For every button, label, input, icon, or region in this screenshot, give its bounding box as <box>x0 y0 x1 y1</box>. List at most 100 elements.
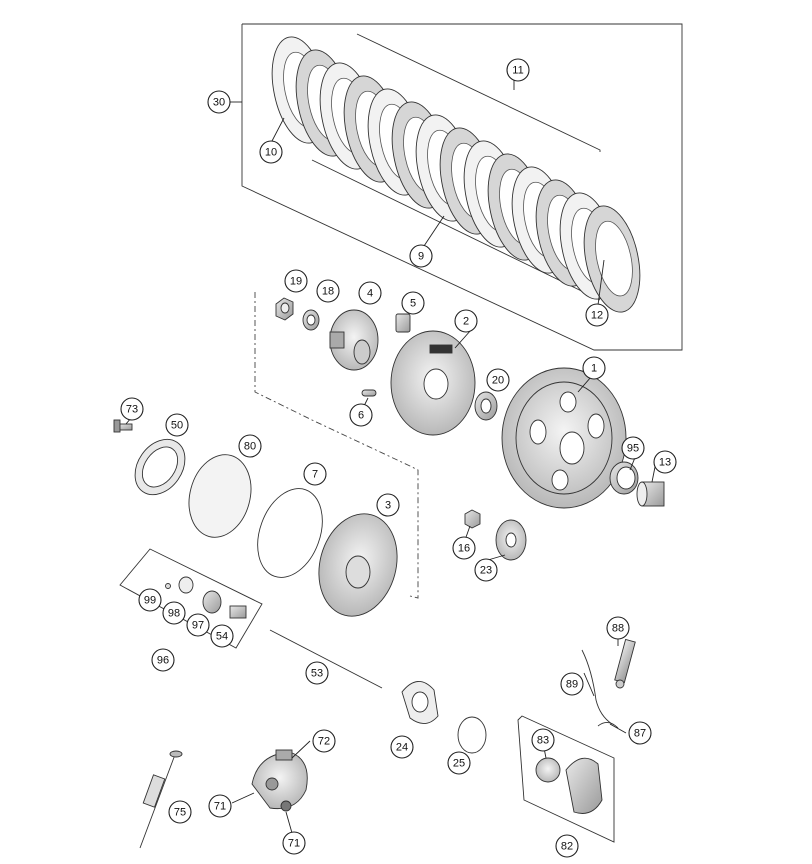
svg-text:73: 73 <box>126 404 138 416</box>
cover-gasket-part <box>188 454 252 538</box>
pin-part <box>361 389 377 397</box>
callout-83: 83 <box>531 728 555 752</box>
callout-16: 16 <box>452 536 476 560</box>
svg-text:97: 97 <box>192 620 204 632</box>
gear-nut-part <box>464 509 481 529</box>
callout-75: 75 <box>168 800 192 824</box>
small-block-part <box>395 313 411 333</box>
svg-text:10: 10 <box>265 147 277 159</box>
svg-text:53: 53 <box>311 668 323 680</box>
callout-73: 73 <box>120 397 144 421</box>
svg-text:5: 5 <box>410 298 416 310</box>
svg-text:89: 89 <box>566 679 578 691</box>
primary-gear-part <box>495 519 527 561</box>
callout-99: 99 <box>138 588 162 612</box>
slave-o-ring-part <box>457 716 487 754</box>
slave-gasket-part <box>401 681 439 724</box>
callout-96: 96 <box>151 648 175 672</box>
callout-6: 6 <box>349 403 373 427</box>
bushing-part <box>636 481 665 507</box>
outer-basket-part <box>501 367 627 509</box>
callout-5: 5 <box>401 291 425 315</box>
svg-text:19: 19 <box>290 276 302 288</box>
washer-part <box>302 309 320 331</box>
o-ring-part <box>257 488 323 578</box>
pump-cover-part <box>251 749 308 812</box>
svg-text:96: 96 <box>157 655 169 667</box>
svg-text:18: 18 <box>322 286 334 298</box>
callout-13: 13 <box>653 450 677 474</box>
callout-2: 2 <box>454 309 478 333</box>
callout-12: 12 <box>585 303 609 327</box>
svg-text:2: 2 <box>463 316 469 328</box>
callout-95: 95 <box>621 436 645 460</box>
seal-kit-frame <box>119 548 263 649</box>
svg-text:25: 25 <box>453 758 465 770</box>
svg-text:72: 72 <box>318 736 330 748</box>
svg-text:98: 98 <box>168 608 180 620</box>
nut-part <box>275 297 294 321</box>
callout-54: 54 <box>210 624 234 648</box>
svg-text:82: 82 <box>561 841 573 853</box>
callout-25: 25 <box>447 751 471 775</box>
callout-19: 19 <box>284 269 308 293</box>
hydraulic-hose-part <box>581 649 613 725</box>
svg-text:16: 16 <box>458 543 470 555</box>
svg-text:7: 7 <box>312 469 318 481</box>
svg-text:83: 83 <box>537 735 549 747</box>
callout-80: 80 <box>238 434 262 458</box>
needle-bearing-part <box>609 461 639 495</box>
callout-30: 30 <box>207 90 231 114</box>
svg-text:1: 1 <box>591 363 597 375</box>
clutch-discs <box>271 36 641 313</box>
svg-text:6: 6 <box>358 410 364 422</box>
bleed-valve-part <box>614 638 636 689</box>
svg-text:24: 24 <box>396 742 408 754</box>
svg-text:20: 20 <box>492 375 504 387</box>
callout-10: 10 <box>259 140 283 164</box>
callout-71: 71 <box>282 831 306 855</box>
callout-50: 50 <box>165 413 189 437</box>
bolt-part <box>113 419 133 433</box>
svg-text:4: 4 <box>367 288 373 300</box>
callout-53: 53 <box>305 661 329 685</box>
svg-text:12: 12 <box>591 310 603 322</box>
callout-88: 88 <box>606 616 630 640</box>
svg-text:54: 54 <box>216 631 228 643</box>
pressure-cap-part <box>329 309 379 371</box>
svg-text:80: 80 <box>244 441 256 453</box>
clutch-cover-part <box>318 513 398 617</box>
callout-3: 3 <box>376 493 400 517</box>
callout-24: 24 <box>390 735 414 759</box>
callout-97: 97 <box>186 613 210 637</box>
inner-hub-boundary <box>254 292 419 599</box>
callout-23: 23 <box>474 558 498 582</box>
svg-text:71: 71 <box>288 838 300 850</box>
svg-text:23: 23 <box>480 565 492 577</box>
svg-text:9: 9 <box>418 251 424 263</box>
svg-text:87: 87 <box>634 728 646 740</box>
callout-11: 11 <box>506 58 530 82</box>
syringe-part <box>139 750 183 849</box>
svg-text:99: 99 <box>144 595 156 607</box>
gasket-ring-part <box>134 438 186 496</box>
callout-1: 1 <box>582 356 606 380</box>
svg-text:3: 3 <box>385 500 391 512</box>
svg-text:88: 88 <box>612 623 624 635</box>
clutch-disc-frame <box>241 23 683 351</box>
thrust-washer-part <box>474 391 498 421</box>
callout-71: 71 <box>208 794 232 818</box>
callout-87: 87 <box>628 721 652 745</box>
push-rod-part <box>269 629 383 689</box>
callout-20: 20 <box>486 368 510 392</box>
callout-4: 4 <box>358 281 382 305</box>
callout-89: 89 <box>560 672 584 696</box>
inner-hub-part <box>390 330 476 436</box>
svg-text:11: 11 <box>512 65 523 77</box>
callout-7: 7 <box>303 462 327 486</box>
callout-18: 18 <box>316 279 340 303</box>
svg-text:95: 95 <box>627 443 639 455</box>
svg-text:50: 50 <box>171 420 183 432</box>
callout-9: 9 <box>409 244 433 268</box>
